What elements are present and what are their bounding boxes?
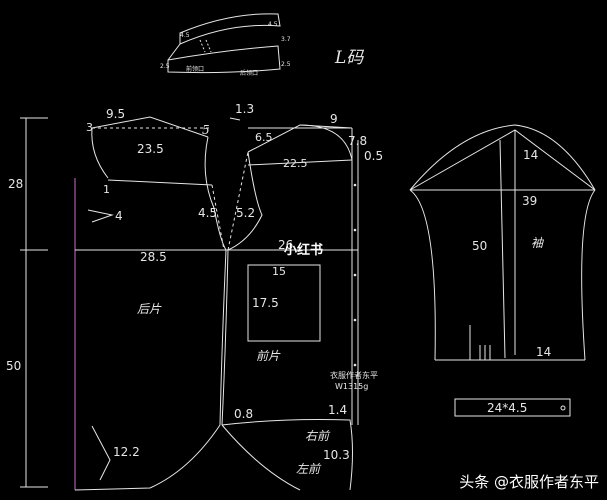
- sleeve-piece: [409, 124, 596, 361]
- size-label: L码: [335, 48, 364, 68]
- front-piece-name: 前片: [256, 349, 281, 363]
- front-note-line1: 衣服作者东平: [330, 371, 378, 380]
- vertical-dimension: [20, 117, 48, 488]
- pocket-height: 17.5: [252, 296, 279, 310]
- collar-measure-left-top: 4.5: [180, 32, 190, 39]
- front-hem-right: 1.4: [328, 403, 348, 417]
- back-neck-drop: 3: [86, 121, 93, 134]
- back-shoulder-width: 9.5: [106, 107, 126, 121]
- cuff-piece: [454, 398, 571, 417]
- front-neck-depth: 7.8: [348, 134, 368, 148]
- back-side-mark: 1: [103, 183, 110, 196]
- front-shoulder: 9: [330, 112, 338, 126]
- vertical-dim-lower: 50: [6, 359, 22, 373]
- front-hem-drop: 10.3: [323, 448, 350, 462]
- pocket-width: 15: [272, 265, 286, 278]
- front-armhole-mark: 5.2: [236, 206, 256, 220]
- vertical-dim-upper: 28: [8, 177, 24, 191]
- collar-label-back: 后领口: [240, 70, 259, 77]
- right-front-label: 右前: [305, 429, 330, 443]
- back-armhole-mark: 5: [202, 123, 210, 137]
- collar-measure-right-mid: 3.7: [281, 36, 291, 43]
- front-overlap: 0.5: [364, 149, 384, 163]
- collar-piece: [167, 13, 281, 74]
- back-hem-curve: 12.2: [113, 445, 140, 459]
- back-piece-name: 后片: [137, 302, 162, 316]
- collar-measure-left-bottom: 2.5: [160, 63, 170, 70]
- front-note-line2: W1315g: [335, 382, 369, 391]
- xhs-mark: 小红书: [284, 243, 324, 258]
- sleeve-name: 袖: [531, 236, 544, 250]
- front-piece: [221, 117, 359, 491]
- front-neck-width: 6.5: [255, 131, 273, 144]
- front-width: 26: [278, 238, 294, 252]
- front-hem-left: 0.8: [234, 407, 254, 421]
- back-piece: [74, 116, 228, 491]
- sleeve-cap-line: 39: [522, 194, 538, 208]
- watermark: 头条 @衣服作者东平: [459, 473, 599, 491]
- collar-measure-right-top: 4.5: [268, 21, 278, 28]
- collar-label-front: 前领口: [186, 66, 205, 73]
- cuff-label: 24*4.5: [487, 401, 528, 415]
- front-chest-line: 22.5: [283, 157, 308, 170]
- collar-measure-right-bottom: 2.5: [281, 61, 291, 68]
- back-dart: 4: [115, 209, 123, 223]
- sleeve-length: 50: [472, 239, 488, 253]
- back-width: 28.5: [140, 250, 167, 264]
- back-armhole-depth: 4.5: [198, 206, 218, 220]
- sleeve-cuff-width: 14: [536, 345, 552, 359]
- back-chest-line: 23.5: [137, 142, 164, 156]
- front-shoulder-gap: 1.3: [235, 102, 255, 116]
- left-front-label: 左前: [296, 462, 321, 476]
- sleeve-cap-height: 14: [523, 148, 539, 162]
